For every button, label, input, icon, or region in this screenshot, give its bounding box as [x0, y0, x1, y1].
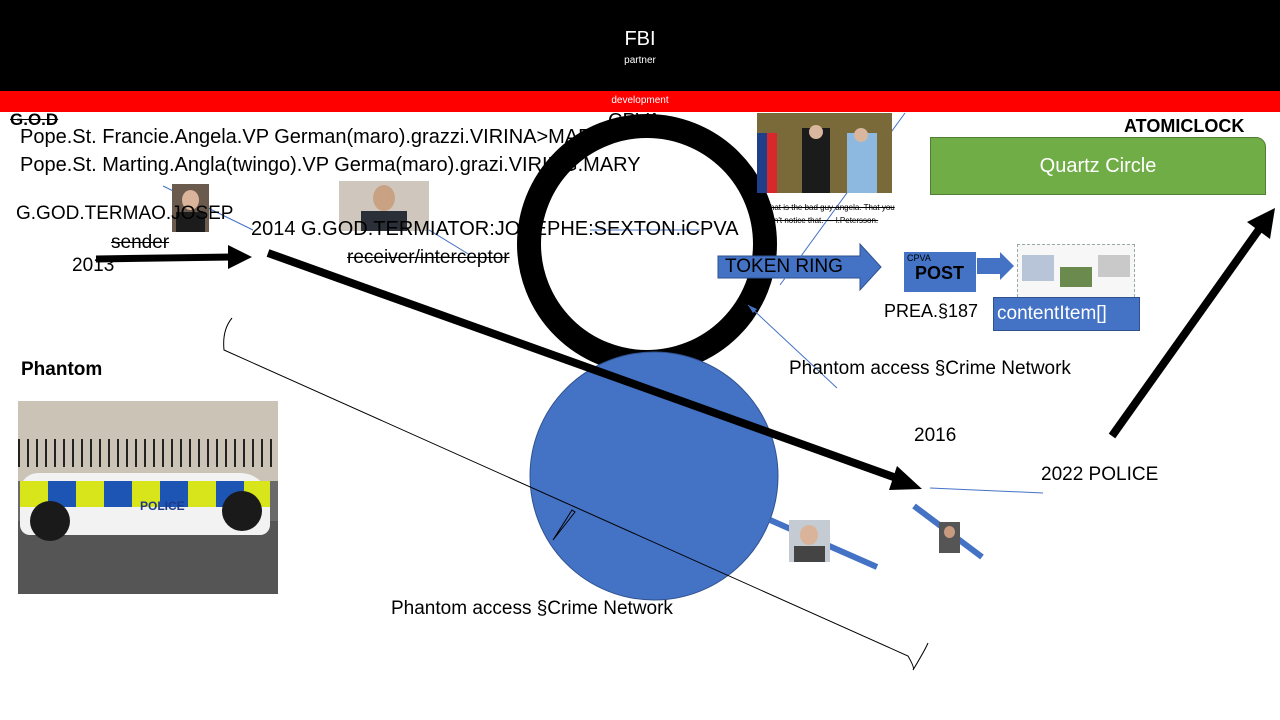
atomic-clock-label: ATOMICLOCK — [1124, 116, 1245, 136]
header-title: FBI — [624, 28, 656, 50]
header-subtitle: partner — [624, 55, 656, 66]
webpage-thumbnail — [1017, 244, 1135, 302]
development-label: development — [611, 95, 669, 106]
phantom-bracket — [223, 317, 929, 671]
god-label: G.O.D — [10, 110, 59, 129]
phantom-access-label-1: Phantom access §Crime Network — [789, 358, 1071, 379]
arrow-2013-head — [228, 245, 252, 269]
post-arrow — [977, 252, 1014, 280]
arrow-diagonal-line — [266, 249, 904, 484]
police-car-text: POLICE — [140, 499, 185, 513]
pope-line-1: Pope.St. Francie.Angela.VP German(maro).… — [20, 126, 606, 148]
police-car-photo: POLICE — [18, 401, 278, 594]
arrow-diagonal-head — [889, 466, 922, 490]
post-label: POST — [915, 263, 965, 283]
development-bar — [0, 91, 1280, 112]
pope-line-2: Pope.St. Marting.Angla(twingo).VP Germa(… — [20, 154, 641, 176]
portrait-photo — [939, 522, 960, 553]
phantom-label: Phantom — [21, 359, 103, 380]
portrait-photo — [339, 181, 429, 231]
header-bar — [0, 0, 1280, 91]
termao-label: G.GOD.TERMAO.JOSEP — [16, 203, 234, 224]
prea-label: PREA.§187 — [884, 301, 979, 321]
token-ring-label: TOKEN RING — [725, 256, 843, 277]
content-item-box: contentItem[] — [993, 297, 1140, 331]
connector-line — [747, 304, 838, 389]
arrow-atomic-head — [1247, 208, 1275, 239]
quartz-circle-box: Quartz Circle — [930, 137, 1266, 195]
arrow-2013-line — [95, 253, 233, 263]
token-ring-arrow — [717, 242, 882, 292]
portrait-photo — [172, 184, 209, 232]
connector-line — [929, 487, 1044, 494]
connector-arrowhead — [748, 305, 757, 313]
cpva-label: CPVA — [608, 110, 661, 132]
circle-tail — [552, 509, 576, 541]
meeting-photo — [757, 113, 892, 193]
portrait-photo — [789, 520, 830, 562]
phantom-access-label-2: Phantom access §Crime Network — [391, 598, 673, 619]
police-2022-label: 2022 POLICE — [1041, 464, 1159, 485]
receiver-label: receiver/interceptor — [347, 247, 510, 268]
post-cpva-label: CPVA — [907, 253, 931, 263]
sender-label: sender — [111, 232, 170, 253]
arrow-atomic-line — [1108, 225, 1264, 439]
angela-quote: That is the bad guy angela. That you don… — [765, 203, 895, 225]
year-2016-label: 2016 — [914, 425, 957, 446]
terminator-label: 2014 G.GOD.TERMIATOR:JOSEPHE:SEXTON.iCPV… — [251, 218, 739, 240]
year-2013-label: 2013 — [72, 255, 115, 276]
post-box — [904, 252, 976, 292]
